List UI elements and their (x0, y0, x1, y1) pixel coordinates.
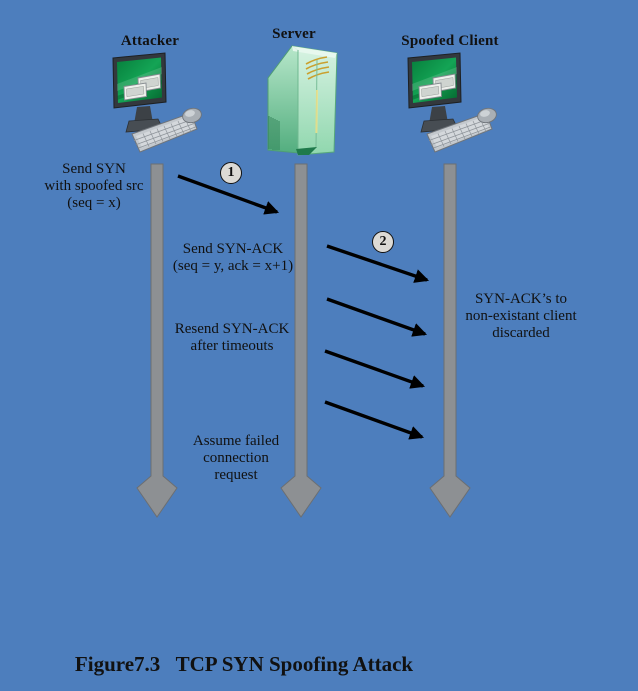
step-2-badge: 2 (372, 231, 394, 253)
assume-failed-label: Assume failed connection request (192, 433, 280, 483)
synack-arrow-4 (324, 400, 425, 440)
client-heading: Spoofed Client (401, 33, 499, 49)
send-syn-label: Send SYN with spoofed src (seq = x) (44, 161, 144, 211)
server-tower-icon (267, 45, 338, 156)
synack-arrow-3 (324, 349, 426, 389)
server-heading: Server (272, 26, 316, 42)
synack-discarded-note: SYN-ACK’s to non-existant client discard… (465, 291, 577, 341)
synack-arrow-1 (326, 244, 430, 283)
send-synack-label: Send SYN-ACK (seq = y, ack = x+1) (172, 241, 294, 274)
attacker-timeline (136, 163, 178, 518)
figure-caption: Figure7.3 TCP SYN Spoofing Attack (74, 652, 414, 676)
client-timeline (429, 163, 471, 518)
syn-arrow (177, 174, 280, 215)
resend-synack-label: Resend SYN-ACK after timeouts (174, 321, 290, 354)
server-timeline (280, 163, 322, 518)
step-1-badge: 1 (220, 162, 242, 184)
attacker-heading: Attacker (120, 33, 180, 49)
synack-arrow-2 (326, 297, 428, 337)
client-pc-icon (407, 52, 499, 153)
attacker-pc-icon (112, 52, 204, 153)
